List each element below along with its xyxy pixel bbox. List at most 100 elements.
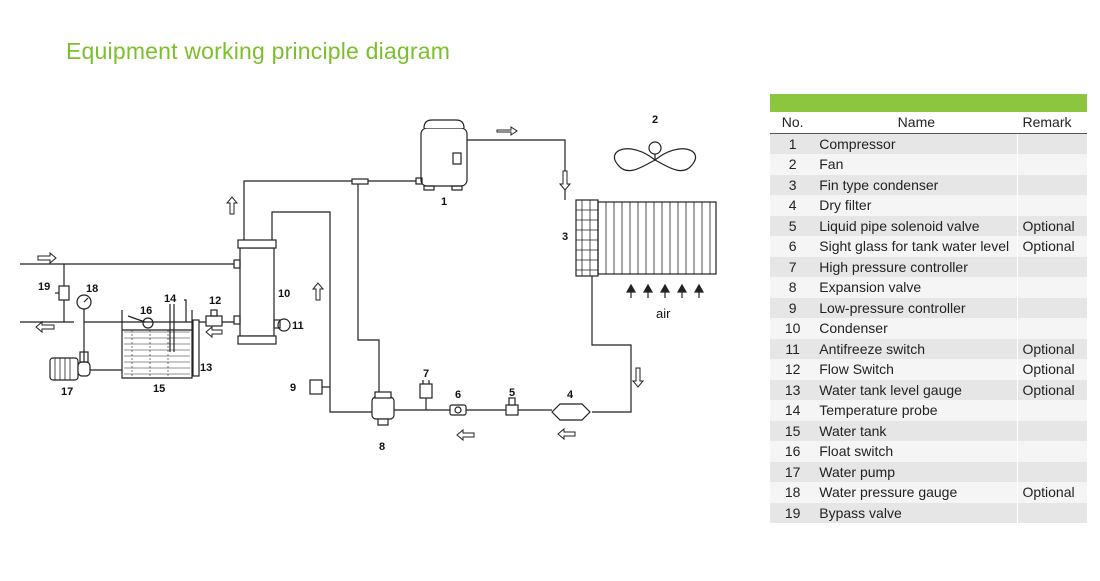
cell-no: 17: [770, 461, 816, 482]
cell-name: Flow Switch: [815, 359, 1018, 380]
header-no: No.: [770, 112, 816, 134]
label-4: 4: [567, 389, 574, 401]
cell-no: 14: [770, 400, 816, 421]
cell-no: 19: [770, 502, 816, 523]
page-title: Equipment working principle diagram: [66, 38, 451, 64]
cell-remark: [1017, 318, 1087, 339]
cell-name: Compressor: [815, 133, 1018, 154]
label-19: 19: [38, 281, 50, 293]
high-pressure-controller: [419, 380, 433, 410]
label-7: 7: [423, 368, 429, 380]
cell-no: 1: [770, 133, 816, 154]
flow-switch: [205, 309, 223, 327]
water-tank-level-gauge: [192, 319, 200, 377]
cell-no: 11: [770, 338, 816, 359]
cell-remark: [1017, 277, 1087, 298]
cell-name: Temperature probe: [815, 400, 1018, 421]
cell-no: 2: [770, 154, 816, 175]
cell-remark: [1017, 133, 1087, 154]
cell-remark: Optional: [1017, 338, 1087, 359]
cell-no: 3: [770, 174, 816, 195]
label-13: 13: [200, 362, 212, 374]
antifreeze-switch: [277, 318, 291, 332]
cell-no: 5: [770, 215, 816, 236]
label-1: 1: [441, 196, 447, 208]
cell-no: 12: [770, 359, 816, 380]
cell-remark: [1017, 441, 1087, 462]
cell-no: 6: [770, 236, 816, 257]
refrigeration-schematic: 1 2 3 4 5 6 7 8 9 10 11 12 13 14 15 16 1…: [20, 114, 717, 453]
air-label: air: [656, 306, 671, 321]
cell-remark: Optional: [1017, 236, 1087, 257]
cell-name: Water pressure gauge: [815, 482, 1018, 503]
cell-name: Fan: [815, 154, 1018, 175]
cell-name: Float switch: [815, 441, 1018, 462]
cell-remark: [1017, 154, 1087, 175]
cell-remark: [1017, 174, 1087, 195]
bypass-valve: [55, 285, 70, 301]
solenoid-valve: [505, 397, 519, 416]
cell-no: 10: [770, 318, 816, 339]
compressor: [415, 119, 468, 191]
label-6: 6: [455, 389, 461, 401]
cell-no: 9: [770, 297, 816, 318]
low-pressure-controller: [309, 379, 330, 395]
label-15: 15: [153, 383, 165, 395]
label-14: 14: [164, 293, 177, 305]
label-16: 16: [140, 305, 152, 317]
fan: [613, 141, 697, 172]
header-remark: Remark: [1017, 112, 1087, 134]
cell-remark: [1017, 256, 1087, 277]
label-17: 17: [61, 386, 73, 398]
sight-glass: [449, 404, 467, 416]
discharge-pipe: [467, 139, 566, 200]
return-pipe: [271, 211, 372, 413]
cell-name: Expansion valve: [815, 277, 1018, 298]
cell-name: Bypass valve: [815, 502, 1018, 523]
label-5: 5: [509, 387, 515, 399]
condenser: [233, 239, 281, 345]
label-3: 3: [562, 231, 568, 243]
cell-no: 16: [770, 441, 816, 462]
label-8: 8: [379, 441, 385, 453]
cell-remark: [1017, 461, 1087, 482]
cell-no: 4: [770, 195, 816, 216]
cell-name: Low-pressure controller: [815, 297, 1018, 318]
table-column-headers: No. Name Remark: [770, 112, 1087, 134]
water-tank: [121, 310, 193, 379]
cell-name: Sight glass for tank water level: [815, 236, 1018, 257]
cell-remark: [1017, 297, 1087, 318]
cell-remark: [1017, 400, 1087, 421]
cell-no: 15: [770, 420, 816, 441]
cell-name: Water tank: [815, 420, 1018, 441]
label-12: 12: [209, 295, 221, 307]
cell-no: 13: [770, 379, 816, 400]
liquid-pipe: [591, 276, 632, 413]
label-11: 11: [292, 320, 304, 332]
cell-no: 7: [770, 256, 816, 277]
dry-filter: [551, 403, 591, 421]
label-10: 10: [278, 288, 290, 300]
expansion-valve: [371, 391, 412, 426]
cell-no: 18: [770, 482, 816, 503]
cell-no: 8: [770, 277, 816, 298]
label-2: 2: [652, 114, 658, 126]
float-switch: [142, 317, 154, 329]
